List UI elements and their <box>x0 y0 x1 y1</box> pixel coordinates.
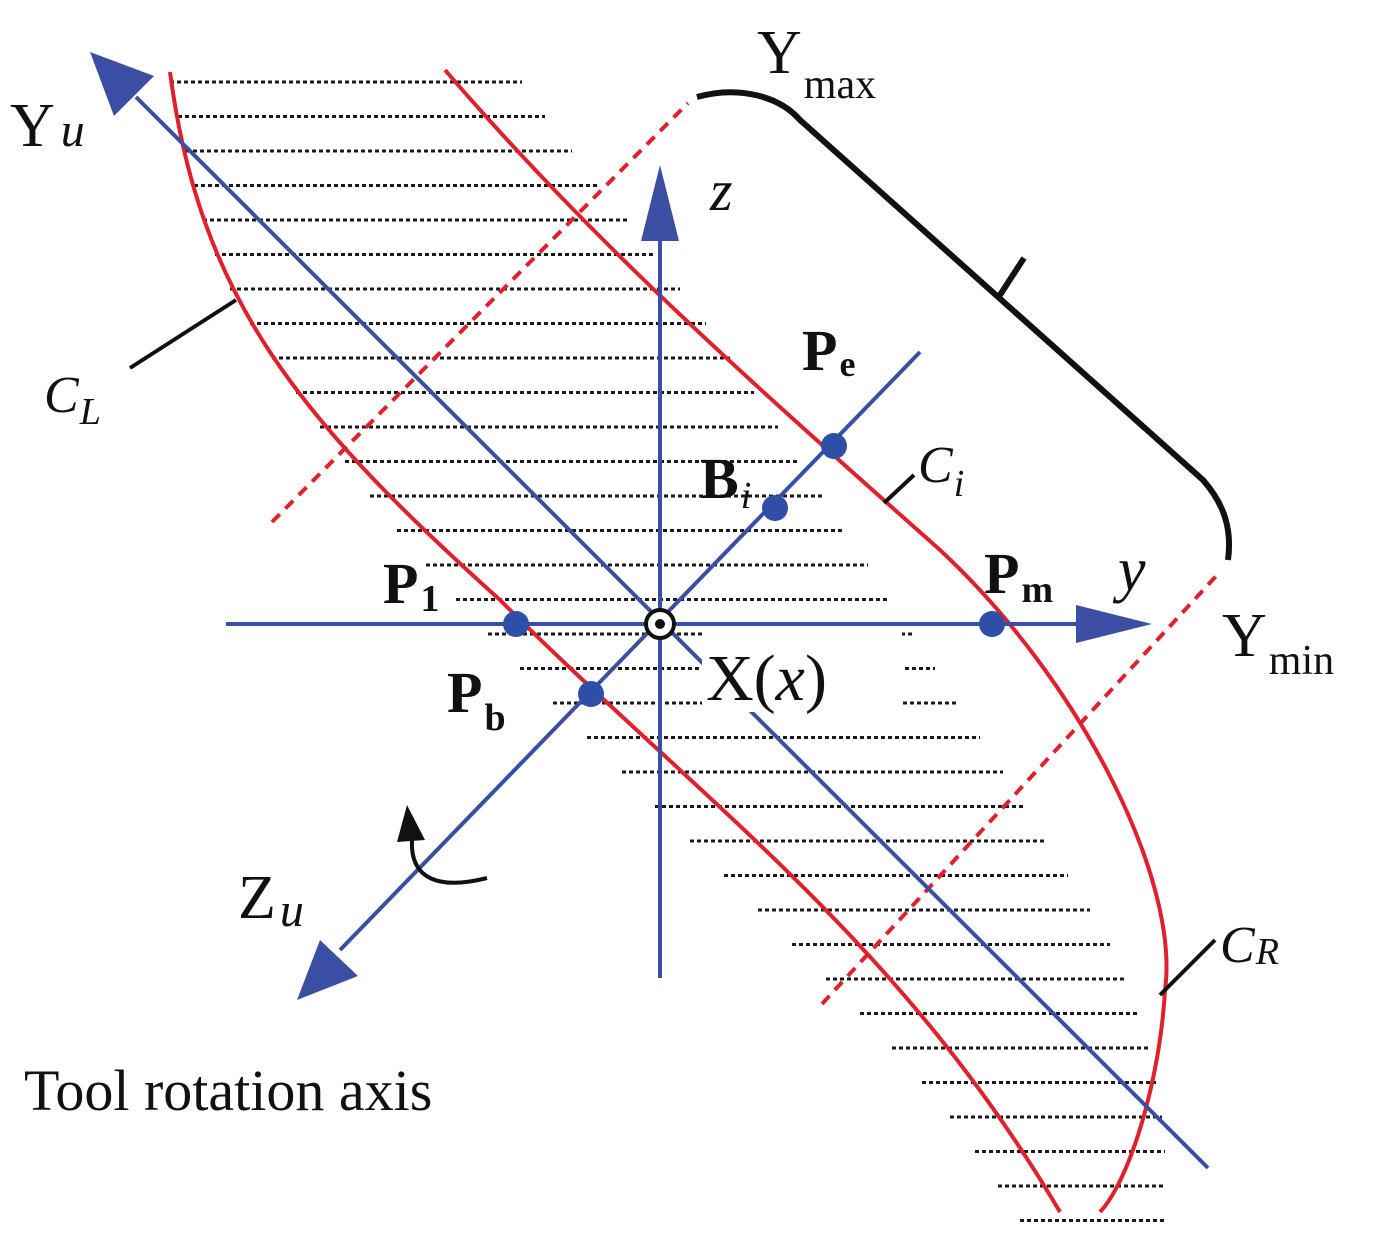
label-y: y <box>1112 536 1146 604</box>
label-bi: Bi <box>700 446 751 517</box>
points <box>503 433 1005 707</box>
curve-cr <box>443 68 1169 1214</box>
axis-yu-arrowhead <box>90 52 154 116</box>
label-pb: Pb <box>447 660 506 739</box>
axis-zu-arrowhead <box>297 940 358 1000</box>
range-bracket <box>696 89 1233 561</box>
label-zu: Zu <box>238 864 304 937</box>
axis-z-arrowhead <box>641 165 679 241</box>
label-x-bg <box>702 632 902 712</box>
dashed-line-ymin <box>820 572 1220 1006</box>
label-p1: P1 <box>383 551 439 620</box>
label-ci: Ci <box>918 437 964 505</box>
point-pb <box>578 681 604 707</box>
point-pe <box>821 433 847 459</box>
point-p1 <box>503 611 529 637</box>
label-tool-rotation-axis: Tool rotation axis <box>24 1058 432 1123</box>
axis-y-arrowhead <box>1076 605 1152 643</box>
dashed-line-ymax <box>270 101 690 524</box>
leader-lines <box>128 298 1217 997</box>
label-x: X(x) <box>706 642 827 715</box>
point-pm <box>979 611 1005 637</box>
leader-cl <box>128 298 238 370</box>
label-cl: CL <box>44 367 101 433</box>
rotation-arrow-icon <box>397 805 488 885</box>
label-z: z <box>709 158 733 223</box>
label-cr: CR <box>1220 917 1279 974</box>
point-bi <box>762 495 788 521</box>
label-ymin: Ymin <box>1222 602 1334 684</box>
label-pe: Pe <box>802 318 855 384</box>
origin-dot-icon <box>644 608 676 640</box>
hatch-lines <box>170 80 1166 1222</box>
label-pm: Pm <box>984 541 1053 611</box>
label-ymax: Ymax <box>757 19 876 108</box>
curve-cl <box>168 71 1062 1214</box>
leader-cr <box>1158 938 1217 997</box>
leader-ci <box>882 473 916 505</box>
